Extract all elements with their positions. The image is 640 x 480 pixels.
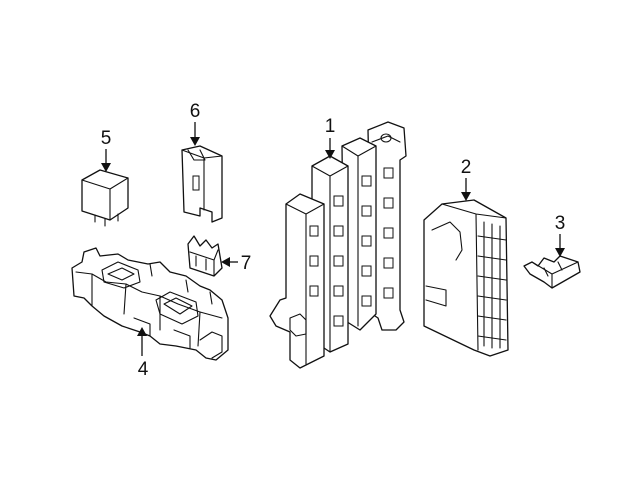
callout-3-label: 3 (555, 213, 566, 234)
part-7-fuse (187, 235, 223, 277)
callout-6-label: 6 (190, 101, 201, 122)
part-4-bracket (71, 247, 229, 361)
callout-1-label: 1 (325, 116, 336, 137)
callout-4-label: 4 (138, 359, 149, 380)
callout-5-label: 5 (101, 128, 112, 149)
callout-7-label: 7 (241, 253, 252, 274)
part-5-relay (81, 169, 129, 227)
part-1-fuse-box (269, 121, 407, 369)
part-6-fuse-cover (181, 145, 223, 223)
part-2-cover (423, 199, 509, 357)
callout-2-label: 2 (461, 157, 472, 178)
callout-arrows (101, 122, 565, 356)
part-3-fuse (523, 255, 581, 289)
